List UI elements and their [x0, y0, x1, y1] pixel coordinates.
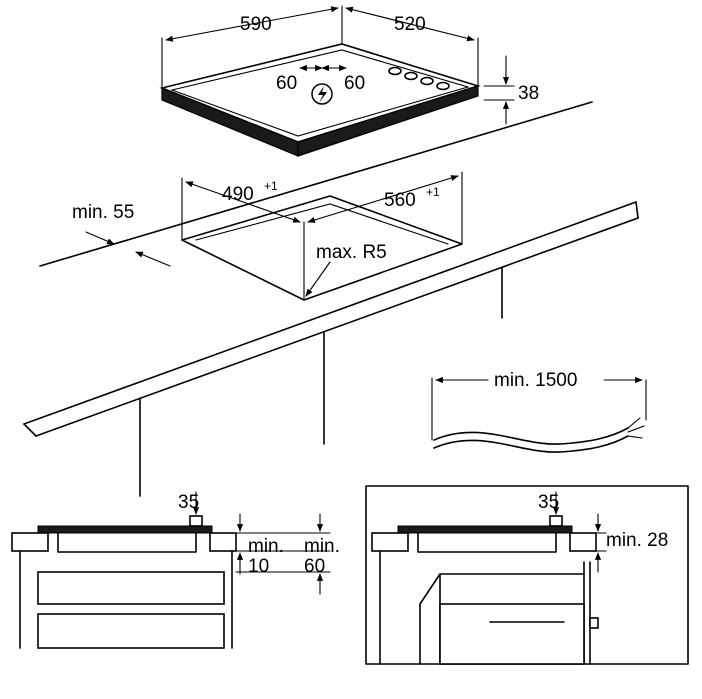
- section-right-top: 35: [538, 492, 559, 513]
- section-left-min-a-label: min.: [248, 536, 284, 557]
- dim-knob-right: 60: [344, 73, 365, 94]
- cutout-edge-min: min. 55: [72, 202, 134, 223]
- cutout-depth: 490: [222, 184, 254, 205]
- dim-height: 38: [518, 83, 539, 104]
- section-right: 35 min. 28: [365, 485, 689, 665]
- warning-electric-icon: [311, 83, 333, 105]
- cutout-width-tol: +1: [426, 185, 440, 199]
- hob-top-view: 590 520 60 60 38: [159, 5, 539, 157]
- section-left-min-a-value: 10: [248, 556, 269, 577]
- worktop: 490 +1 560 +1 min. 55 max. R5: [23, 101, 639, 497]
- cable-length: min. 1500: [494, 370, 577, 391]
- control-knobs: [388, 66, 450, 91]
- dim-width: 590: [240, 14, 272, 35]
- section-left-min-b-label: min.: [304, 536, 340, 557]
- cutout-radius: max. R5: [316, 242, 387, 263]
- cutout-depth-tol: +1: [264, 179, 278, 193]
- cutout-width: 560: [384, 190, 416, 211]
- section-left-top: 35: [178, 492, 199, 513]
- dim-depth: 520: [394, 14, 426, 35]
- section-left-min-b-value: 60: [304, 556, 325, 577]
- cable-detail: min. 1500: [431, 370, 647, 453]
- dim-knob-left: 60: [276, 73, 297, 94]
- section-right-min: min. 28: [606, 530, 668, 551]
- section-left: 35 min. 10 min. 60: [11, 491, 340, 649]
